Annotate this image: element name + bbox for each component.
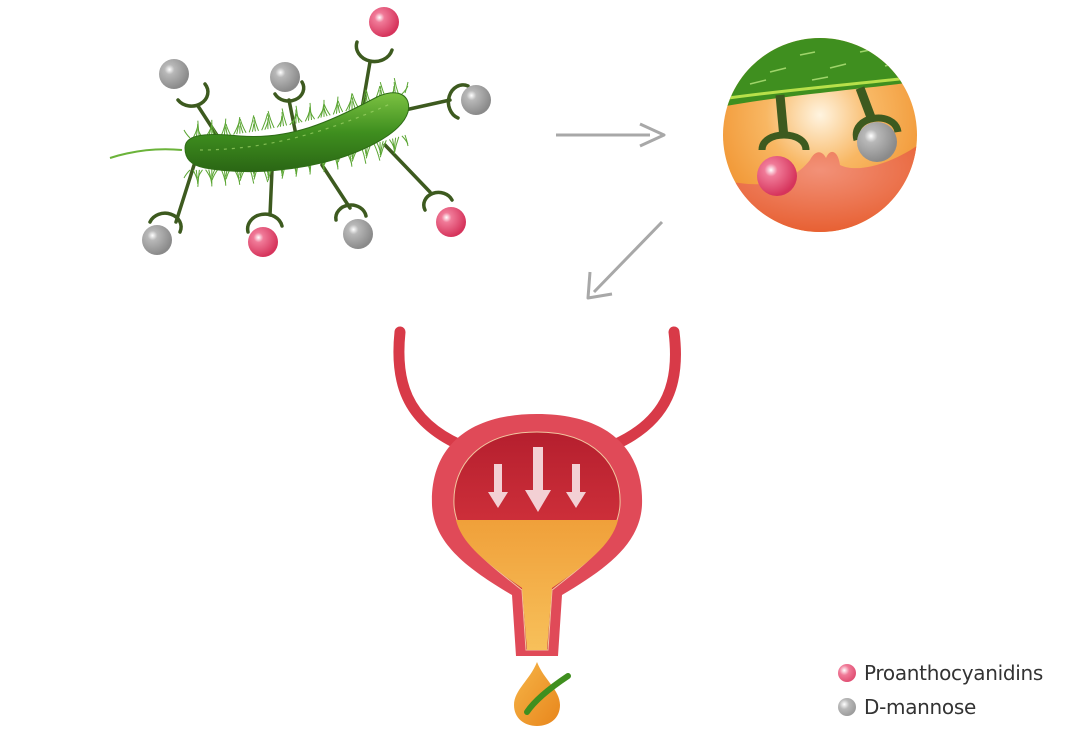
d-mannose-molecule	[270, 62, 300, 92]
adhesin-cup	[758, 131, 810, 151]
fimbria	[295, 105, 300, 123]
fimbria	[404, 81, 409, 94]
flow-arrow-down-left	[586, 220, 664, 300]
fimbria	[323, 104, 331, 116]
d-mannose-molecule	[461, 85, 491, 115]
fimbria	[281, 112, 284, 127]
adhesin-cup	[176, 82, 210, 108]
d-mannose-molecule	[343, 219, 373, 249]
adhesin-stalk	[403, 98, 452, 112]
fimbria	[183, 169, 191, 179]
adhesin-cup	[334, 203, 368, 222]
legend-item-d-mannose: D-mannose	[838, 690, 1043, 724]
fimbria	[239, 118, 247, 134]
fimbria	[261, 113, 269, 131]
adhesin-cup	[852, 114, 902, 141]
fimbria	[337, 104, 341, 113]
proanthocyanidin-molecule	[248, 227, 278, 257]
fimbria	[320, 103, 325, 118]
adhesin-cup	[245, 212, 284, 234]
right-ureter	[608, 326, 682, 451]
fimbria	[309, 111, 316, 120]
fimbria	[197, 169, 200, 187]
adhesin-cup	[446, 83, 470, 120]
adhesin-stalk	[268, 168, 274, 217]
fimbria	[351, 93, 359, 108]
fimbria	[253, 120, 256, 132]
legend: Proanthocyanidins D-mannose	[838, 656, 1043, 724]
adhesin-cups	[148, 40, 470, 234]
fimbria	[251, 123, 255, 132]
down-arrow-icon	[488, 464, 508, 508]
proanthocyanidins-swatch-icon	[838, 664, 856, 682]
fimbria	[253, 116, 260, 131]
fimbria	[279, 115, 283, 127]
bladder-group	[393, 326, 682, 726]
fimbria	[393, 137, 397, 152]
fimbria	[236, 117, 241, 135]
adhesin-stalk	[287, 98, 298, 137]
fimbria	[239, 122, 244, 134]
fimbria	[351, 97, 356, 109]
fimbria	[208, 169, 213, 184]
left-ureter	[393, 326, 466, 451]
flagellum	[109, 148, 183, 159]
adhesin-stalk	[320, 163, 352, 210]
urine	[456, 520, 618, 650]
fimbria	[307, 106, 311, 121]
fimbria	[401, 85, 409, 95]
fimbria	[197, 169, 203, 178]
fimbria	[223, 118, 227, 136]
adhesin-stalk	[174, 160, 197, 224]
adhesin-cup	[273, 80, 306, 103]
fimbria	[267, 114, 272, 129]
bacterium-body	[184, 92, 410, 173]
d-mannose-swatch-icon	[838, 698, 856, 716]
d-mannose-molecule	[142, 225, 172, 255]
legend-label: D-mannose	[864, 695, 976, 719]
proanthocyanidin-molecule	[757, 156, 797, 196]
magnified-view	[723, 38, 917, 232]
fimbria	[197, 120, 200, 138]
fimbria	[323, 107, 328, 117]
fimbria	[225, 123, 231, 136]
expelled-bacterium	[524, 673, 571, 715]
adhesin-cup	[422, 190, 454, 212]
fimbria	[379, 140, 384, 156]
flow-arrow-right	[556, 122, 666, 148]
urine-droplet	[514, 662, 560, 726]
bacterium-texture	[199, 103, 391, 151]
flush-arrows	[488, 447, 586, 512]
urothelium-tissue	[723, 140, 917, 232]
adhesin-stalk	[855, 86, 877, 122]
fimbria	[183, 129, 191, 139]
fimbria	[335, 96, 339, 114]
adhesin-cup	[354, 40, 394, 64]
fimbria	[281, 108, 288, 126]
fimbria	[393, 136, 400, 154]
adhesin-stalk	[383, 143, 432, 194]
down-arrow-icon	[525, 447, 551, 512]
fimbria	[248, 115, 255, 133]
fimbria	[376, 142, 381, 151]
fimbria	[379, 140, 387, 158]
bacterium-group	[109, 7, 491, 257]
fimbria	[373, 143, 381, 161]
fimbria	[267, 110, 275, 129]
legend-label: Proanthocyanidins	[864, 661, 1043, 685]
fimbria	[295, 113, 303, 123]
fimbria	[337, 100, 344, 113]
fimbria	[404, 134, 409, 147]
d-mannose-molecule	[857, 122, 897, 162]
legend-item-proanthocyanidins: Proanthocyanidins	[838, 656, 1043, 690]
down-arrow-icon	[566, 464, 586, 508]
adhesin-cup	[148, 211, 183, 234]
proanthocyanidin-molecule	[436, 207, 466, 237]
fimbria	[348, 93, 353, 111]
adhesin-stalk	[775, 94, 789, 139]
proanthocyanidin-molecule	[369, 7, 399, 37]
d-mannose-molecule	[159, 59, 189, 89]
